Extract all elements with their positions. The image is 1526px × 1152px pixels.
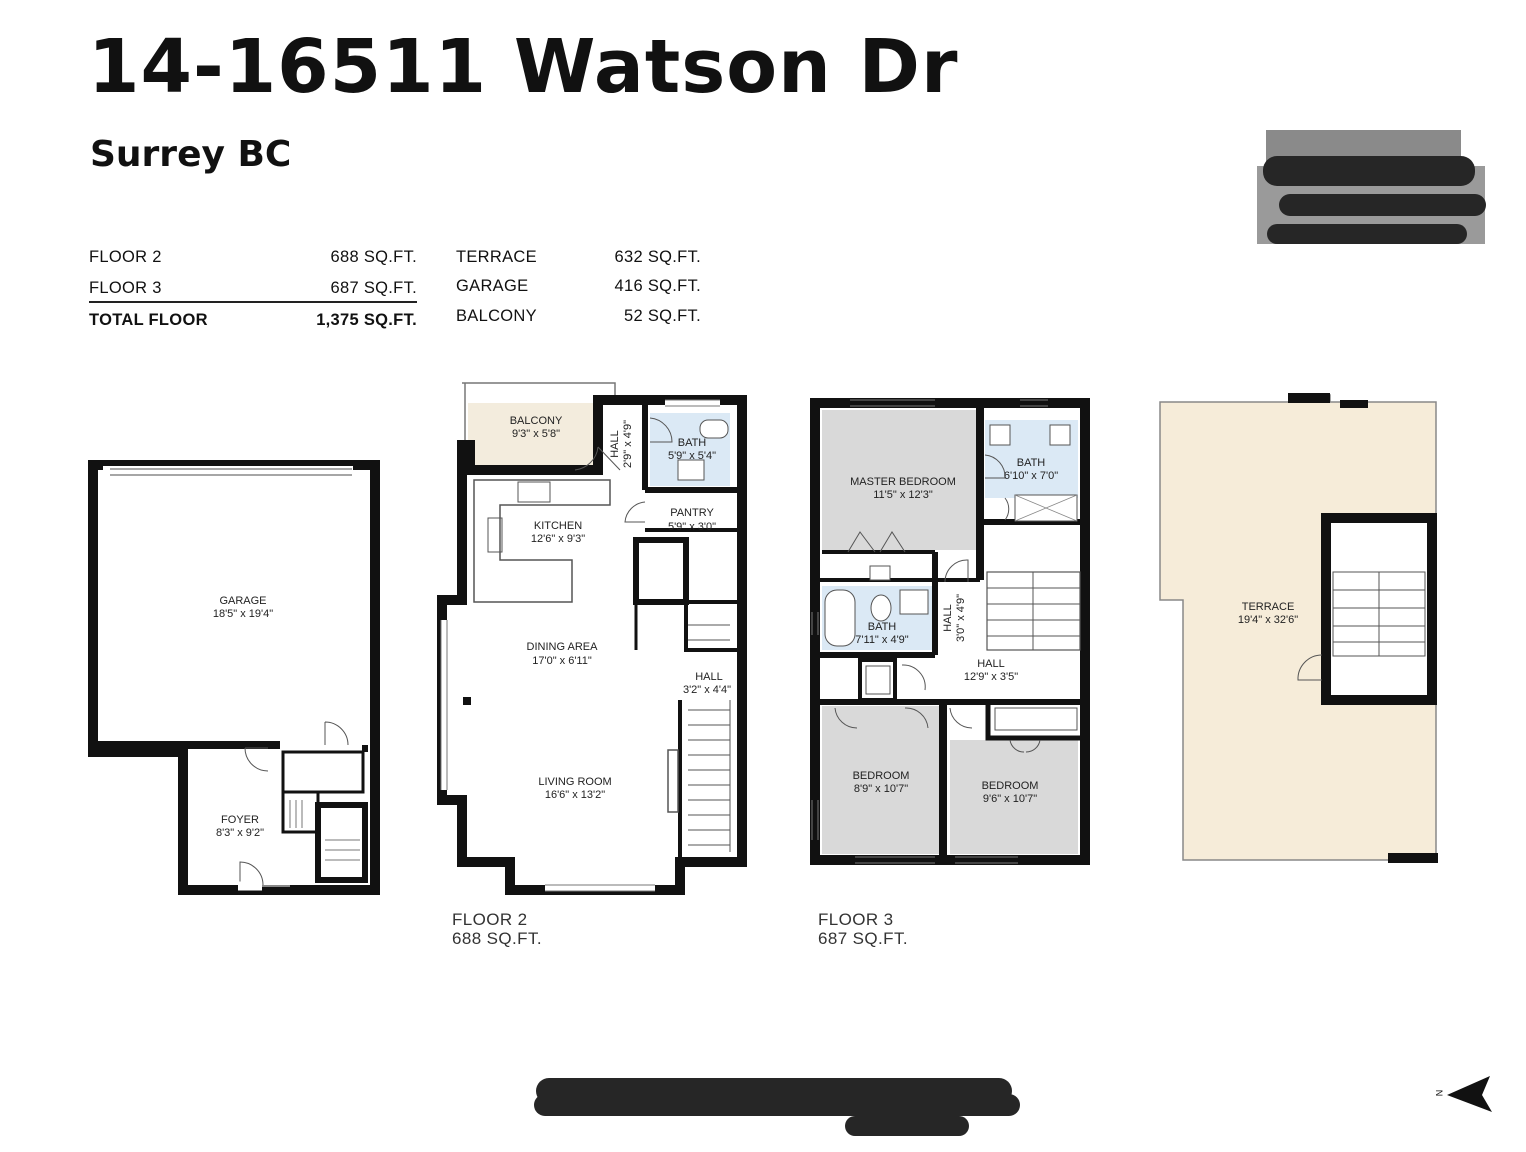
area-value: 632 SQ.FT. xyxy=(614,248,701,266)
bedroom-1-area xyxy=(822,706,940,854)
floor2-caption-name: FLOOR 2 xyxy=(452,910,528,929)
floor3-caption-area: 687 SQ.FT. xyxy=(818,929,908,948)
room-dim-pantry: 5'9" x 3'0" xyxy=(668,521,716,533)
floor2-caption: FLOOR 2 688 SQ.FT. xyxy=(452,910,542,948)
room-dim-balcony: 9'3" x 5'8" xyxy=(512,428,560,440)
garage-outer-wall xyxy=(88,460,380,895)
room-name-hall-f3: HALL xyxy=(977,658,1005,670)
master-bedroom-area xyxy=(822,410,977,550)
room-name-kitchen: KITCHEN xyxy=(534,520,582,532)
plan-floor-3 xyxy=(810,398,1090,865)
room-dim-living: 16'6" x 13'2" xyxy=(545,789,605,801)
floor3-outer-wall xyxy=(810,398,1090,865)
area-label: TERRACE xyxy=(456,248,537,266)
room-dim-hall-f2: 3'2" x 4'4" xyxy=(683,684,731,696)
room-dim-hall-f3-v: 3'0" x 4'9" xyxy=(955,594,967,642)
room-dim-garage: 18'5" x 19'4" xyxy=(213,608,273,620)
room-dim-dining: 17'0" x 6'11" xyxy=(532,655,592,667)
room-name-bed1: BEDROOM xyxy=(853,770,910,782)
page-title: 14-16511 Watson Dr xyxy=(88,24,959,110)
area-label: TOTAL FLOOR xyxy=(89,311,208,329)
room-dim-foyer: 8'3" x 9'2" xyxy=(216,827,264,839)
room-name-foyer: FOYER xyxy=(221,814,259,826)
floor3-caption: FLOOR 3 687 SQ.FT. xyxy=(818,910,908,948)
area-value: 688 SQ.FT. xyxy=(330,248,417,266)
floor3-caption-name: FLOOR 3 xyxy=(818,910,894,929)
room-dim-bath-f2: 5'9" x 5'4" xyxy=(668,450,716,462)
area-table-left: FLOOR 2 688 SQ.FT. FLOOR 3 687 SQ.FT. TO… xyxy=(89,248,417,338)
total-divider xyxy=(89,301,417,303)
area-value: 1,375 SQ.FT. xyxy=(316,311,417,329)
room-name-bath-f3-top: BATH xyxy=(1017,457,1046,469)
room-name-bath-f3: BATH xyxy=(868,621,897,633)
room-dim-hall-f3: 12'9" x 3'5" xyxy=(964,671,1018,683)
area-label: FLOOR 3 xyxy=(89,279,162,297)
redacted-footer xyxy=(534,1078,1020,1138)
area-value: 52 SQ.FT. xyxy=(624,307,701,325)
room-dim-bed1: 8'9" x 10'7" xyxy=(854,783,908,795)
plan-terrace xyxy=(1159,393,1438,863)
plan-garage-level xyxy=(88,460,380,895)
room-name-bath-f2: BATH xyxy=(678,437,707,449)
compass-letter: N xyxy=(1434,1090,1444,1097)
area-table-right: TERRACE 632 SQ.FT. GARAGE 416 SQ.FT. BAL… xyxy=(456,248,701,338)
room-name-balcony: BALCONY xyxy=(510,415,563,427)
room-dim-kitchen: 12'6" x 9'3" xyxy=(531,533,585,545)
room-dim-master: 11'5" x 12'3" xyxy=(873,489,933,501)
room-dim-bed2: 9'6" x 10'7" xyxy=(983,793,1037,805)
balcony-area xyxy=(468,403,598,465)
area-label: FLOOR 2 xyxy=(89,248,162,266)
room-name-dining: DINING AREA xyxy=(527,641,599,653)
area-value: 416 SQ.FT. xyxy=(614,277,701,295)
room-name-garage: GARAGE xyxy=(219,595,266,607)
area-label: GARAGE xyxy=(456,277,529,295)
room-dim-bath-f3: 7'11" x 4'9" xyxy=(855,634,908,646)
room-name-pantry: PANTRY xyxy=(670,507,714,519)
bedroom-2-area xyxy=(950,740,1078,854)
floor2-caption-area: 688 SQ.FT. xyxy=(452,929,542,948)
room-dim-hall-top: 2'9" x 4'9" xyxy=(622,420,634,468)
room-name-living: LIVING ROOM xyxy=(538,776,611,788)
room-name-hall-top: HALL xyxy=(609,430,621,458)
room-name-terrace: TERRACE xyxy=(1242,601,1295,613)
room-labels: GARAGE 18'5" x 19'4" FOYER 8'3" x 9'2" B… xyxy=(213,415,1298,839)
room-name-master: MASTER BEDROOM xyxy=(850,476,956,488)
plan-floor-2 xyxy=(437,382,747,895)
room-dim-terrace: 19'4" x 32'6" xyxy=(1238,614,1298,626)
room-dim-bath-f3-top: 6'10" x 7'0" xyxy=(1004,470,1058,482)
north-arrow-icon: N xyxy=(1434,1076,1492,1112)
room-name-bed2: BEDROOM xyxy=(982,780,1039,792)
room-name-hall-f3-v: HALL xyxy=(942,604,954,632)
page-subtitle: Surrey BC xyxy=(90,134,292,175)
area-label: BALCONY xyxy=(456,307,537,325)
garage-floor xyxy=(103,472,365,742)
area-value: 687 SQ.FT. xyxy=(330,279,417,297)
room-name-hall-f2: HALL xyxy=(695,671,723,683)
redacted-logo xyxy=(1257,128,1487,246)
